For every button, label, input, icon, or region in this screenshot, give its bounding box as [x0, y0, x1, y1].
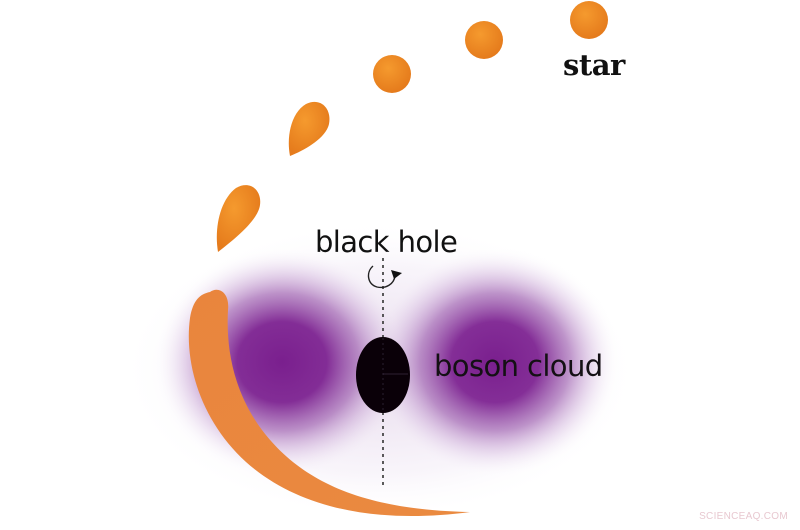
- stretched-star-icon: [216, 185, 261, 252]
- star-icon: [373, 55, 411, 93]
- star-trajectory: [216, 1, 608, 252]
- rotation-arrow-icon: [367, 265, 402, 289]
- star-icon: [465, 21, 503, 59]
- star-label: star: [563, 48, 625, 82]
- star-icon: [570, 1, 608, 39]
- black-hole-label: black hole: [315, 225, 458, 259]
- boson-cloud-label: boson cloud: [434, 349, 603, 383]
- tidal-stream: [188, 289, 470, 517]
- watermark: SCIENCEAQ.COM: [699, 511, 788, 522]
- stretched-star-icon: [288, 101, 330, 156]
- boson-cloud-right-lobe: [370, 247, 620, 477]
